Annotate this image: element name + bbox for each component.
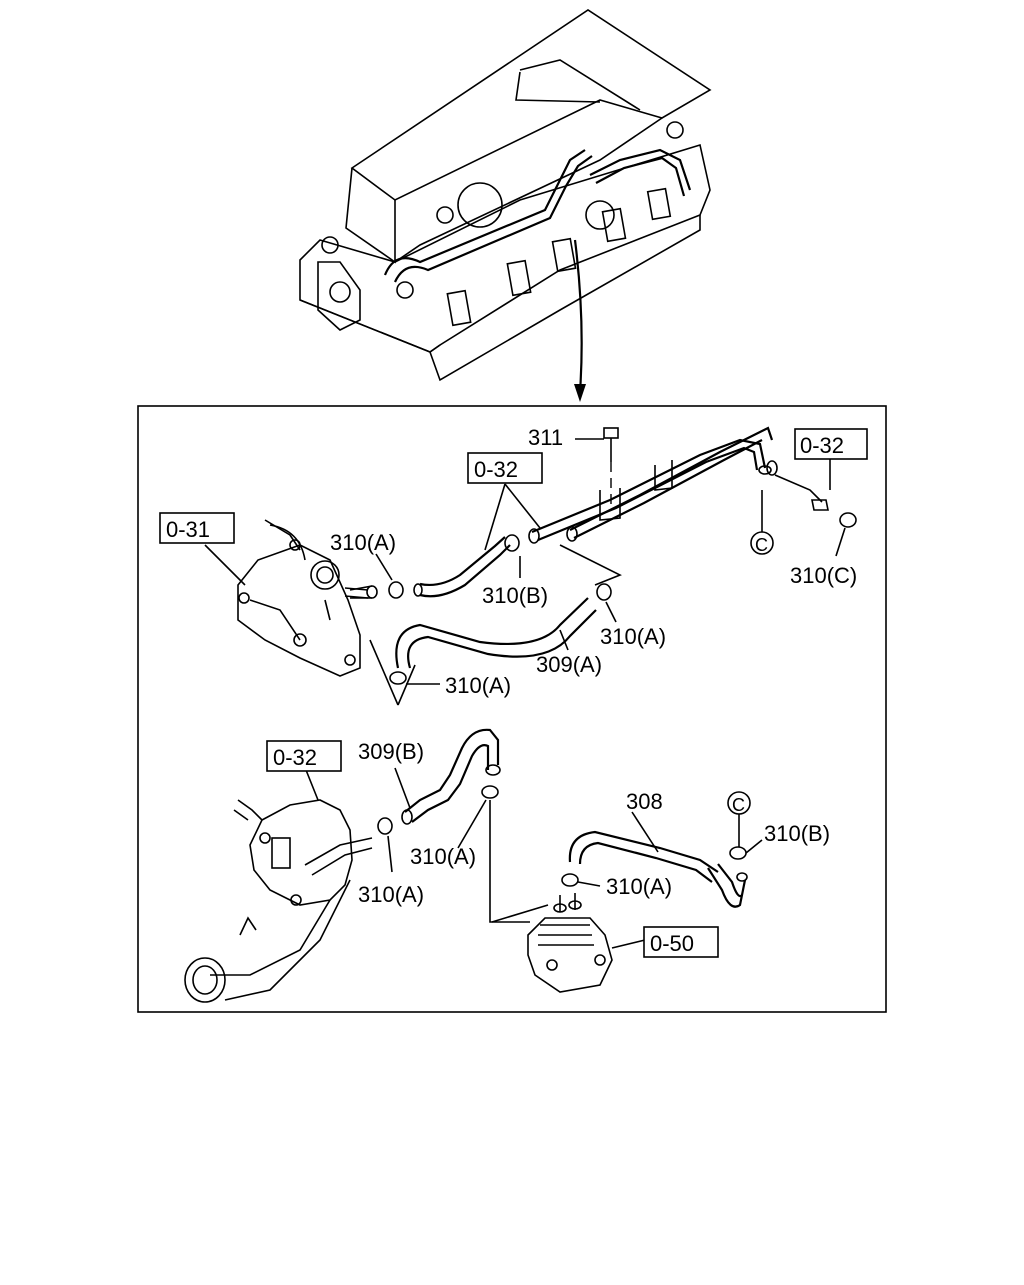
label-310a-3: 310(A) [445, 673, 511, 698]
clamp-set-lower [377, 785, 747, 887]
ref-circle-bottom [727, 791, 751, 815]
bypass-pipe-assembly [528, 426, 829, 544]
water-outlet-pipe [184, 799, 373, 1003]
detail-frame [137, 405, 887, 1013]
hose-309a [395, 597, 597, 669]
callout-0-32-right: 0-32 [800, 433, 844, 458]
callout-box-0-32-top [467, 452, 543, 484]
cooler-part [527, 893, 613, 993]
leader-lines-upper [204, 438, 846, 706]
callout-0-32-lower: 0-32 [273, 745, 317, 770]
label-310a-6: 310(A) [606, 874, 672, 899]
bolt-311 [603, 427, 619, 505]
thermostat-housing [237, 519, 369, 677]
label-310a-5: 310(A) [358, 882, 424, 907]
callout-0-50: 0-50 [650, 931, 694, 956]
callout-0-31: 0-31 [166, 517, 210, 542]
label-310a-1: 310(A) [330, 530, 396, 555]
label-310a-4: 310(A) [410, 844, 476, 869]
ref-c-bottom: C [732, 795, 745, 815]
callout-box-0-31 [159, 512, 235, 544]
label-309a: 309(A) [536, 652, 602, 677]
label-308: 308 [626, 789, 663, 814]
label-310c: 310(C) [790, 563, 857, 588]
callout-0-32-top: 0-32 [474, 457, 518, 482]
leader-lines-lower [305, 767, 763, 949]
label-311: 311 [528, 425, 563, 450]
engine-head-illustration [299, 9, 712, 402]
hose-308 [568, 830, 748, 908]
label-309b: 309(B) [358, 739, 424, 764]
hose-upper [349, 536, 511, 599]
callout-box-0-32-lower [266, 740, 342, 772]
callout-box-0-50 [643, 926, 719, 958]
clamp-set-upper [388, 512, 857, 685]
callout-box-0-32-right [794, 428, 868, 460]
hose-309b [401, 728, 501, 825]
label-310b-2: 310(B) [764, 821, 830, 846]
label-310a-2: 310(A) [600, 624, 666, 649]
label-310b-1: 310(B) [482, 583, 548, 608]
ref-circle-top [750, 531, 774, 555]
ref-c-top: C [755, 535, 768, 555]
